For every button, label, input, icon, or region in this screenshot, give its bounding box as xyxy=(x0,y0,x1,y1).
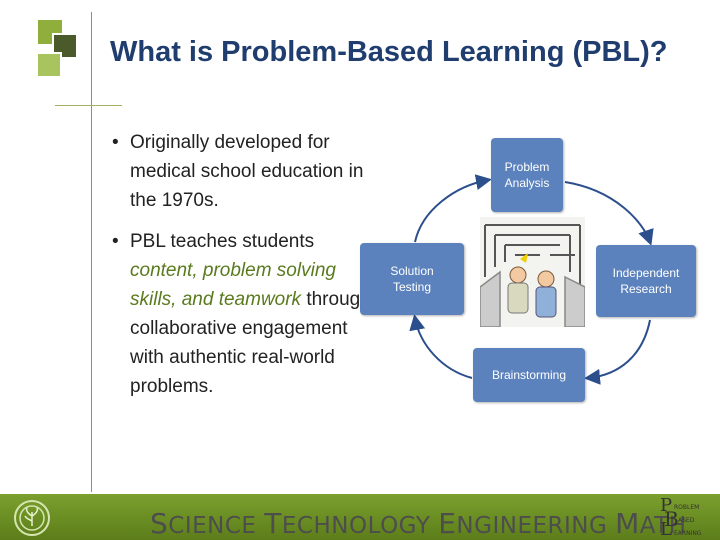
bullet-text-after: through collaborative engagement with au… xyxy=(130,289,371,397)
pbl-letter: B xyxy=(664,507,679,531)
cycle-arrows xyxy=(409,174,654,385)
arrow-ir-to-bs xyxy=(584,319,651,385)
arrow-st-to-pa xyxy=(414,174,492,243)
box-label: Analysis xyxy=(504,176,550,190)
pbl-letter: L xyxy=(660,519,672,540)
box-label: Independent xyxy=(612,266,680,280)
box-label: Brainstorming xyxy=(491,368,567,382)
slide-title: What is Problem-Based Learning (PBL)? xyxy=(110,36,668,68)
bullet-item: • Originally developed for medical schoo… xyxy=(112,128,372,215)
logo-square xyxy=(36,52,62,78)
footer-cap: E xyxy=(438,507,457,540)
footer-cap: T xyxy=(264,507,282,540)
pbl-word: ROBLEM xyxy=(674,504,700,511)
pbl-word: ASED xyxy=(678,517,695,524)
footer-word: NGINEERING xyxy=(456,513,616,539)
box-label: Testing xyxy=(392,280,432,294)
bullet-text-highlight: content, problem solving skills, and tea… xyxy=(130,260,336,310)
pbl-word: EARNING xyxy=(674,530,702,537)
footer-cap: M xyxy=(615,507,640,540)
horizontal-divider xyxy=(55,105,122,106)
arrow-pa-to-ir xyxy=(564,181,654,246)
maze-illustration xyxy=(480,217,585,327)
pbl-logo-icon: P B L ROBLEM ASED EARNING xyxy=(660,495,716,540)
box-label: Problem xyxy=(504,160,550,174)
footer-word: ATH xyxy=(639,513,687,539)
box-label: Solution xyxy=(390,264,434,278)
footer-stem-title: SCIENCE TECHNOLOGY ENGINEERING MATH xyxy=(150,507,687,540)
footer-bar xyxy=(0,494,720,540)
footer-word: ECHNOLOGY xyxy=(281,513,439,539)
bullet-text-before: PBL teaches students xyxy=(130,231,315,252)
footer-cap: S xyxy=(150,507,169,540)
box-label: Research xyxy=(620,282,672,296)
bullet-text: Originally developed for medical school … xyxy=(130,132,364,211)
pbl-letter: P xyxy=(660,495,673,516)
brainstorming-box: Brainstorming xyxy=(473,348,585,402)
vertical-divider xyxy=(91,12,92,492)
bullet-dot: • xyxy=(112,132,119,153)
bullet-item: • PBL teaches students content, problem … xyxy=(112,227,372,401)
footer-word: CIENCE xyxy=(168,513,265,539)
arrow-bs-to-st xyxy=(409,314,473,379)
leaf-seal-icon xyxy=(14,500,50,536)
bullet-list: • Originally developed for medical schoo… xyxy=(112,128,372,413)
bullet-dot: • xyxy=(112,231,119,252)
